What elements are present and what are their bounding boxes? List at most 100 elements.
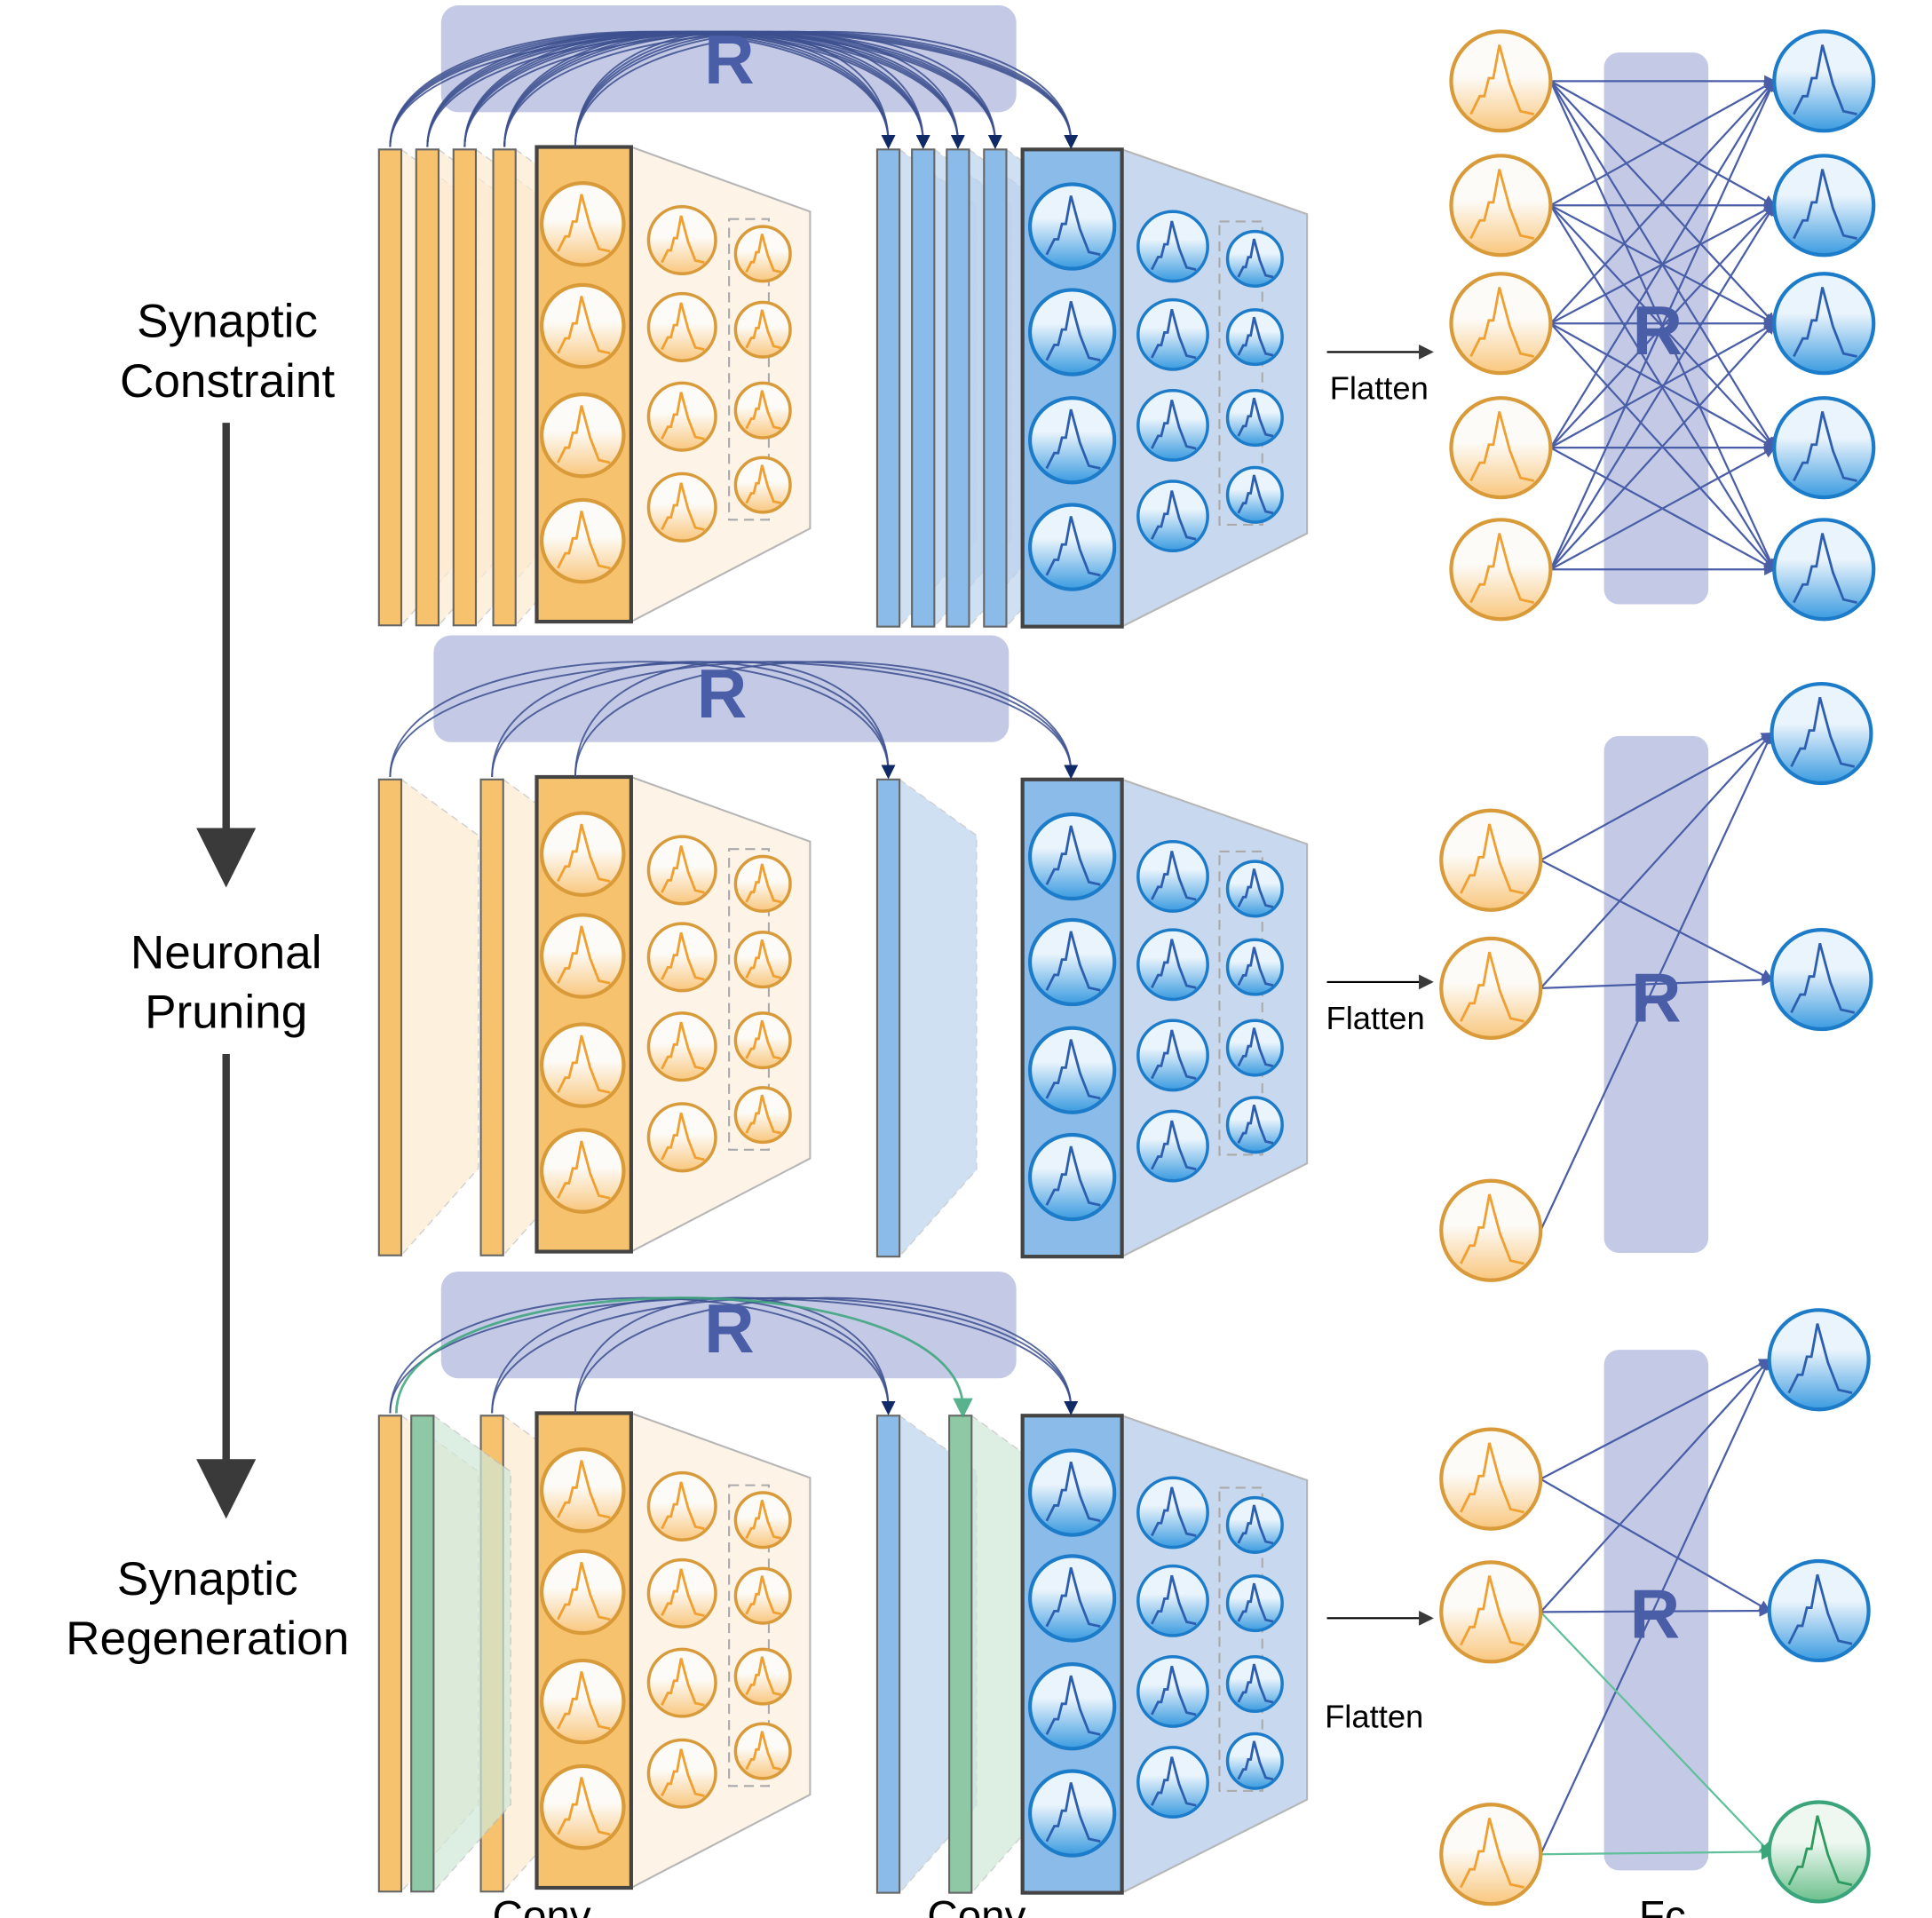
spike-icon (1150, 490, 1197, 541)
neuron (1225, 1495, 1284, 1554)
spike-icon (1790, 943, 1856, 1014)
network-graphics (377, 4, 1876, 1906)
neuron (1136, 1018, 1209, 1092)
spike-icon (745, 863, 782, 904)
neuron (733, 300, 792, 359)
spike-icon (1045, 825, 1101, 886)
neuron (540, 1658, 626, 1745)
spike-icon (1787, 1815, 1853, 1887)
spike-icon (661, 482, 705, 531)
feature-map-slice (415, 148, 440, 627)
feature-map-depth (899, 778, 978, 1258)
neuron (1225, 465, 1284, 524)
spike-icon (1793, 169, 1857, 240)
neuron (1225, 1732, 1284, 1790)
spike-icon (1150, 1756, 1197, 1807)
spike-icon (1045, 1675, 1101, 1736)
spike-icon (1237, 1027, 1274, 1067)
spike-icon (557, 1777, 611, 1836)
fc-recurrent-label: R (1632, 291, 1683, 369)
label-line: Pruning (145, 987, 307, 1039)
feature-map-slice (377, 778, 403, 1256)
recurrent-box (440, 4, 1017, 113)
spike-icon (1237, 316, 1274, 357)
stage-label-synaptic-regeneration: Synaptic Regeneration (66, 1553, 349, 1665)
neuron (733, 381, 792, 440)
spike-icon (1237, 1663, 1274, 1704)
spike-icon (661, 302, 705, 351)
feature-map-slice (911, 148, 936, 628)
feature-map-dashed-frame (1218, 1486, 1263, 1792)
fc-connection (1540, 1605, 1771, 1617)
spike-icon (1237, 1105, 1274, 1145)
neuron (1027, 182, 1117, 271)
fc-connection (1549, 79, 1776, 324)
fc-recurrent-label: R (1630, 1575, 1681, 1653)
neuron (540, 1549, 626, 1636)
spike-icon (661, 932, 705, 981)
fc-connection (1540, 732, 1773, 989)
feature-map-slice (377, 148, 403, 627)
neuron (646, 472, 717, 543)
neuron (646, 204, 717, 276)
stage-label-synaptic-constraint: Synaptic Constraint (120, 296, 335, 408)
fc-connection (1540, 1843, 1778, 1860)
spike-icon (557, 511, 611, 570)
neuron (1225, 1018, 1284, 1077)
spike-icon (1237, 1504, 1274, 1545)
feature-map-depth (400, 778, 479, 1257)
spike-icon (1045, 1039, 1101, 1100)
input-neuron (1449, 272, 1553, 376)
neuron (646, 1738, 717, 1809)
spike-icon (1469, 411, 1535, 482)
fc-connection (1549, 321, 1776, 571)
recurrent-connection (389, 661, 896, 780)
neuron (1225, 1654, 1284, 1714)
spike-icon (557, 296, 611, 355)
spike-icon (1460, 823, 1524, 895)
spike-icon (1237, 947, 1274, 987)
fc-connection (1540, 732, 1774, 861)
label-line: Constraint (120, 355, 335, 408)
spike-icon (1460, 1442, 1524, 1514)
recurrent-connection (574, 661, 896, 780)
neuron (1027, 812, 1117, 901)
output-neuron (1772, 29, 1876, 133)
neuron (733, 931, 792, 989)
spike-icon (1237, 868, 1274, 908)
input-neuron (1439, 1427, 1543, 1531)
feature-map-slice (479, 778, 504, 1256)
neuron (1027, 1662, 1117, 1751)
spike-icon (1793, 411, 1857, 482)
spike-icon (1237, 1740, 1274, 1781)
fc-connection (1549, 79, 1776, 448)
fc-connection (1540, 1358, 1771, 1855)
fc-recurrent-label: R (1631, 959, 1682, 1037)
feature-map-slice (983, 148, 1008, 628)
fc-recurrent-band (1603, 52, 1709, 605)
feature-map-dashed-frame (728, 848, 770, 1151)
neuron (1225, 229, 1284, 288)
spike-icon (745, 1500, 782, 1540)
spike-icon (1150, 308, 1197, 360)
neuron (1136, 480, 1209, 553)
neuron (1136, 1654, 1209, 1728)
regenerated-feature-map (410, 1415, 435, 1893)
fc-connection (1549, 203, 1776, 570)
fc-connection (1549, 80, 1777, 207)
fc-connection (1540, 1359, 1771, 1480)
feature-map-dashed-frame (728, 1484, 770, 1787)
recurrent-connection (574, 661, 1079, 780)
output-neuron (1767, 1308, 1871, 1412)
spike-icon (1150, 939, 1197, 989)
spike-icon (1460, 1193, 1524, 1265)
spike-icon (1237, 1582, 1274, 1623)
input-neuron (1439, 1178, 1543, 1282)
neuron (1027, 1448, 1117, 1537)
neuron (1136, 297, 1209, 371)
neuron (1027, 917, 1117, 1007)
neuron (1225, 1096, 1284, 1154)
spike-icon (557, 823, 611, 883)
spike-icon (1460, 1818, 1524, 1889)
neuron (540, 1022, 626, 1108)
